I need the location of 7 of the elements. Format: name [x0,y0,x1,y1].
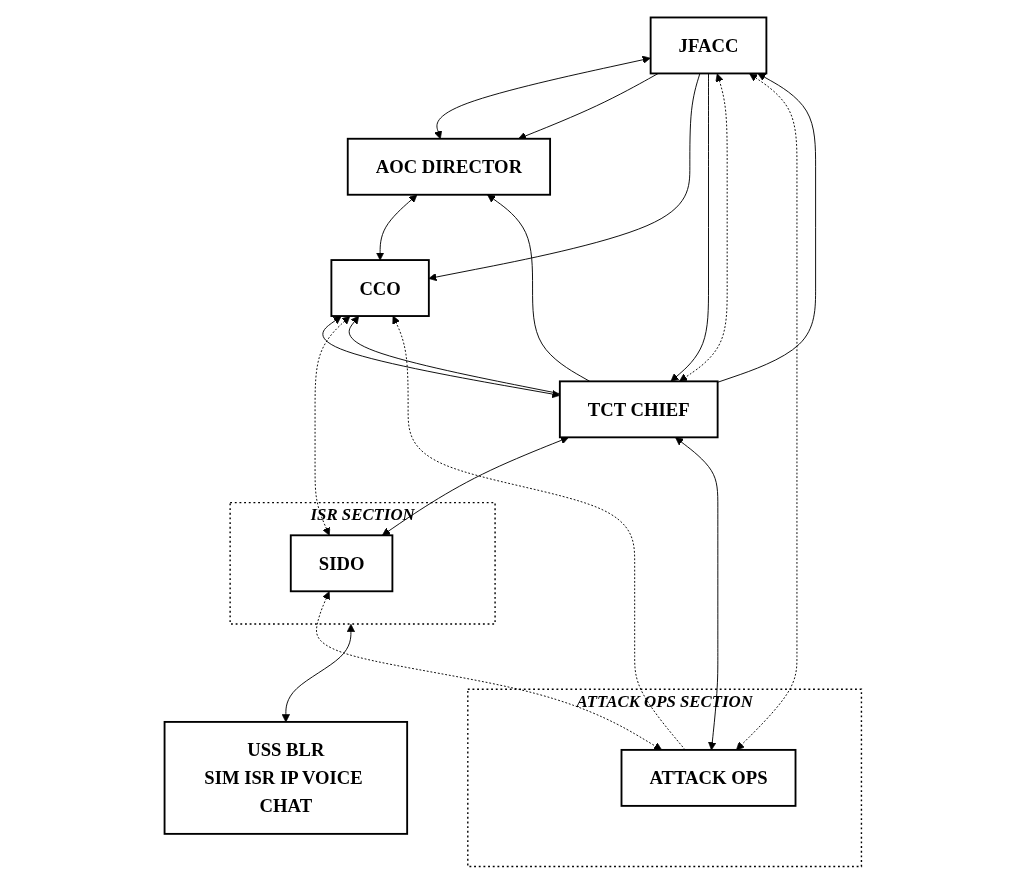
node-box: ATTACK OPS [620,748,797,807]
node-box: USS BLR SIM ISR IP VOICE CHAT [163,720,409,835]
node-box: TCT CHIEF [558,380,719,439]
node-box: SIDO [289,534,394,593]
node-box: AOC DIRECTOR [346,137,552,196]
node-box: JFACC [649,16,768,75]
node-box: CCO [330,259,430,317]
